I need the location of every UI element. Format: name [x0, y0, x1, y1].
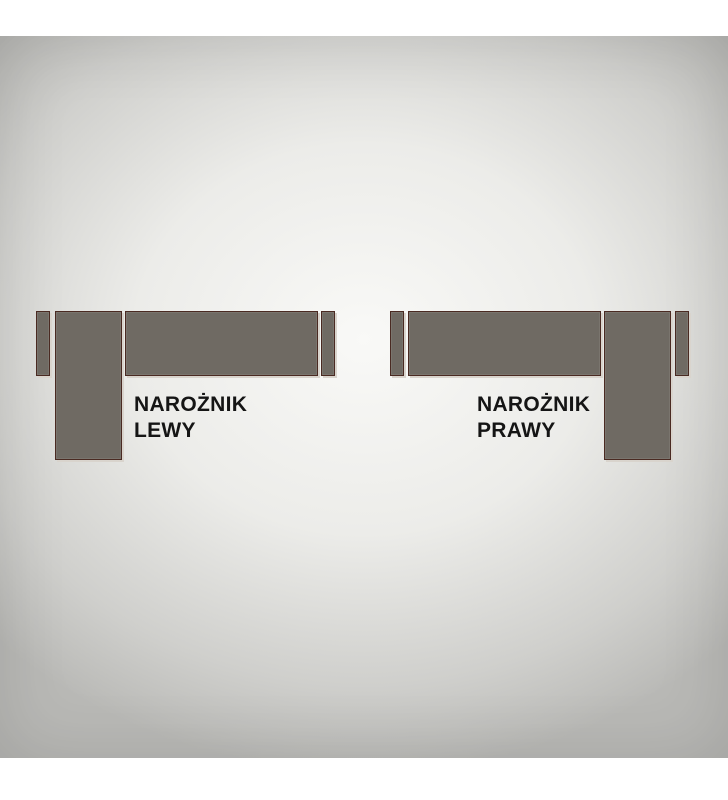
- right-corner-armrest-right: [675, 311, 689, 376]
- left-corner-seat-module: [125, 311, 318, 376]
- right-corner-seat-module: [408, 311, 601, 376]
- left-corner-label: NAROŻNIK LEWY: [134, 392, 247, 444]
- right-corner-label-line2: PRAWY: [477, 419, 556, 442]
- left-corner-chaise-module: [55, 311, 122, 460]
- left-corner-armrest-right: [321, 311, 335, 376]
- left-corner-label-line2: LEWY: [134, 419, 196, 442]
- right-corner-armrest-left: [390, 311, 404, 376]
- diagram-canvas: NAROŻNIK LEWY NAROŻNIK PRAWY: [0, 36, 728, 758]
- right-corner-label: NAROŻNIK PRAWY: [477, 392, 590, 444]
- left-corner-armrest-left: [36, 311, 50, 376]
- left-corner-label-line1: NAROŻNIK: [134, 393, 248, 416]
- right-corner-chaise-module: [604, 311, 671, 460]
- right-corner-label-line1: NAROŻNIK: [477, 393, 591, 416]
